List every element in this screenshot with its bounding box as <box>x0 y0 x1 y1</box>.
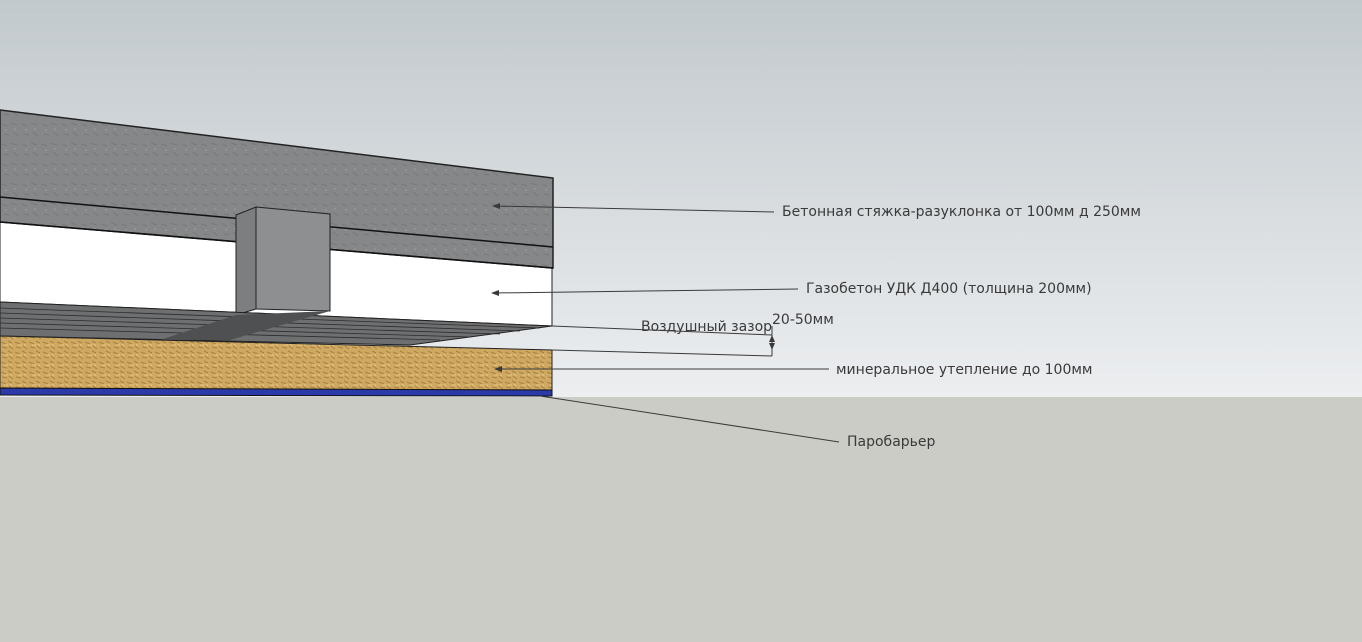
leader-concrete <box>493 205 775 213</box>
label-concrete-screed: Бетонная стяжка-разуклонка от 100мм д 25… <box>782 204 1141 220</box>
label-mineral-insulation: минеральное утепление до 100мм <box>836 362 1093 378</box>
arrow-concrete-icon <box>492 203 500 209</box>
label-air-gap: Воздушный зазор <box>641 319 773 335</box>
leader-air-gap <box>551 325 773 336</box>
arrow-aerated-icon <box>491 290 499 296</box>
label-aerated-concrete: Газобетон УДК Д400 (толщина 200мм) <box>806 281 1092 297</box>
leader-lines <box>493 205 840 443</box>
leader-gap-bottom <box>551 349 773 357</box>
dimension-arrow-down-icon <box>769 343 775 350</box>
ground-plane <box>0 397 1362 642</box>
label-gap-size: 20-50мм <box>772 312 834 328</box>
label-vapor-barrier: Паробарьер <box>847 434 936 450</box>
arrow-insulation-icon <box>494 366 502 372</box>
dimension-arrow-up-icon <box>769 335 775 342</box>
leader-aerated <box>493 288 799 294</box>
vapor-barrier-layer <box>0 387 553 397</box>
concrete-post-front <box>235 206 257 316</box>
grating-post-shadow <box>160 311 330 340</box>
concrete-post-side <box>255 206 331 312</box>
arrow-heads <box>491 203 775 372</box>
leader-vapor <box>539 395 840 443</box>
